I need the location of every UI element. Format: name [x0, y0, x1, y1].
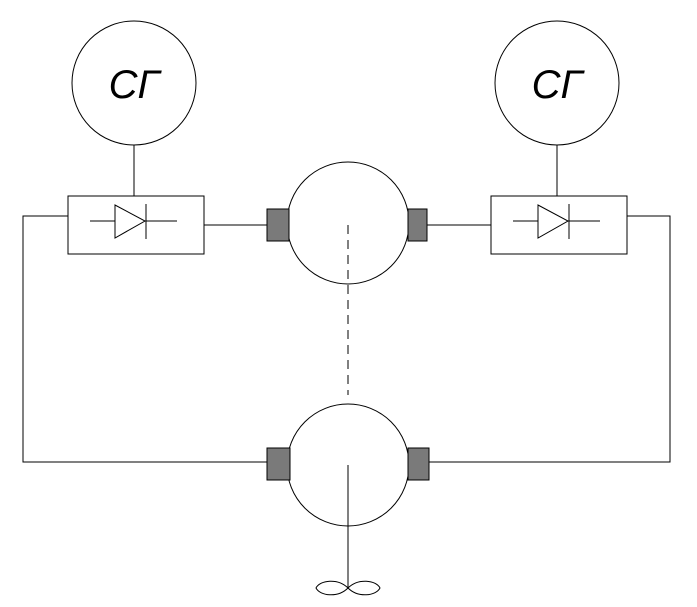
rectifier-right: [490, 195, 628, 255]
lower-motor-brush-right: [407, 447, 430, 481]
diode-icon: [90, 204, 177, 239]
upper-machine-brush-left: [266, 208, 290, 242]
upper-dc-machine: [266, 161, 428, 285]
wire-left-loop: [22, 215, 267, 463]
generator-left: СГ: [71, 20, 197, 146]
generator-right: СГ: [494, 20, 620, 146]
lower-motor-brush-left: [266, 447, 291, 481]
propeller-icon: [315, 580, 381, 596]
rectifier-left: [67, 195, 205, 255]
generator-right-label: СГ: [532, 63, 586, 107]
upper-machine-circle: [286, 161, 410, 285]
wire-right-loop: [429, 215, 671, 463]
upper-machine-brush-right: [407, 208, 428, 242]
diode-icon: [513, 204, 600, 239]
generator-left-label: СГ: [109, 63, 163, 107]
